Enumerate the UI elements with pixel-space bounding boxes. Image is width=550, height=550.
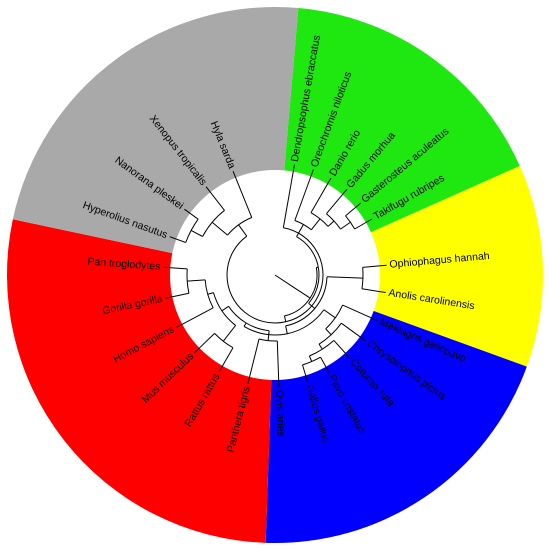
node-arc	[318, 322, 342, 345]
node-arc	[202, 209, 225, 237]
internal-branch	[289, 284, 311, 299]
internal-branch	[323, 309, 336, 319]
internal-branch	[285, 325, 288, 334]
node-arc	[302, 356, 321, 366]
leaf-branch	[282, 164, 295, 228]
tree-branches	[163, 164, 387, 387]
internal-branch	[327, 220, 335, 227]
leaf-branch	[163, 266, 188, 270]
internal-branch	[190, 229, 203, 237]
internal-branch	[238, 224, 248, 237]
internal-branch	[243, 322, 247, 327]
node-arc	[243, 309, 325, 336]
node-arc	[185, 218, 199, 243]
node-arc	[294, 220, 312, 231]
leaf-branch	[165, 292, 190, 299]
leaf-branch	[302, 364, 309, 383]
internal-branch	[187, 279, 206, 282]
leaf-branch	[175, 307, 214, 329]
node-arc	[226, 227, 324, 324]
node-arc	[326, 213, 341, 230]
leaf-branch	[345, 202, 362, 217]
internal-branch	[274, 274, 291, 286]
internal-branch	[221, 305, 229, 312]
internal-branch	[308, 302, 316, 309]
leaf-branch	[218, 347, 234, 373]
node-arc	[258, 338, 278, 342]
leaf-branch	[341, 322, 366, 342]
leaf-label: Ovis aries	[273, 390, 287, 437]
node-arc	[345, 215, 356, 230]
leaf-branch	[247, 338, 260, 384]
leaf-branch	[169, 236, 186, 243]
internal-branch	[267, 330, 270, 341]
internal-branch	[325, 328, 332, 336]
leaf-branch	[320, 356, 330, 374]
node-arc	[361, 267, 364, 289]
node-arc	[214, 333, 234, 349]
node-arc	[228, 306, 270, 332]
internal-branch	[211, 221, 228, 236]
node-arc	[204, 279, 214, 309]
leaf-branch	[361, 288, 386, 294]
leaf-branch	[342, 304, 378, 322]
internal-branch	[296, 224, 304, 237]
leaf-branch	[362, 264, 387, 268]
leaf-branch	[232, 170, 253, 218]
node-arc	[296, 236, 320, 304]
internal-branch	[222, 325, 236, 342]
leaf-branch	[194, 332, 215, 354]
leaf-label: Pan troglodytes	[87, 256, 161, 273]
leaf-branch	[326, 188, 348, 215]
node-arc	[227, 217, 252, 236]
internal-branch	[308, 355, 313, 362]
node-arc	[212, 292, 236, 326]
internal-branch	[340, 221, 351, 230]
node-arc	[309, 340, 335, 357]
internal-branch	[283, 315, 287, 322]
leaf-branch	[205, 186, 225, 211]
leaf-branch	[184, 208, 199, 220]
leaf-branch	[354, 218, 373, 230]
node-arc	[325, 304, 344, 330]
leaf-branch	[294, 169, 314, 221]
leaf-branch	[333, 340, 351, 359]
node-arc	[285, 276, 328, 327]
node-arc	[284, 267, 318, 317]
internal-branch	[326, 276, 363, 279]
internal-branch	[318, 343, 323, 350]
leaf-branch	[310, 177, 332, 213]
leaf-branch	[276, 340, 280, 387]
internal-branch	[207, 292, 214, 295]
clade-sector-reptiles	[275, 165, 544, 367]
internal-branch	[310, 218, 321, 231]
